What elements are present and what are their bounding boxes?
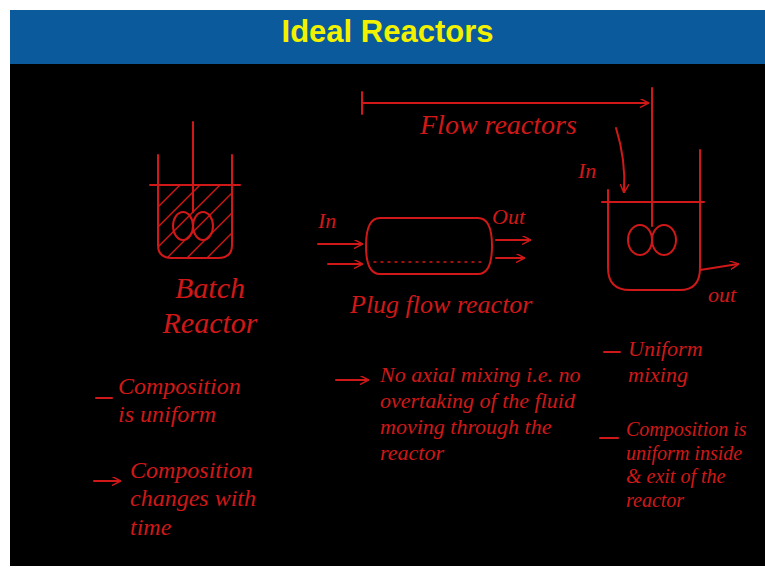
handwritten-label: Composition is uniform <box>118 372 258 429</box>
handwritten-label: In <box>578 158 604 184</box>
handwritten-label: Flow reactors <box>420 108 610 141</box>
bullet-dash <box>96 397 112 399</box>
bracket-line <box>362 102 648 104</box>
bullet-dash <box>604 351 620 353</box>
bullet-dash <box>600 437 618 439</box>
flow-line <box>374 261 486 263</box>
outlet-arrow <box>496 257 524 259</box>
stirrer-blade <box>193 212 213 240</box>
cstr-vessel <box>608 150 700 290</box>
slide-ground <box>10 64 765 566</box>
handwritten-label: Plug flow reactor <box>350 290 565 321</box>
handwritten-label: Out <box>492 204 542 230</box>
stirrer-blade <box>652 225 676 255</box>
stirrer-shaft <box>192 122 194 212</box>
inlet-arrow <box>328 263 362 265</box>
bullet-arrow <box>94 480 120 482</box>
handwritten-label: Composition is uniform inside & exit of … <box>626 418 758 512</box>
outlet-arrow <box>700 264 738 270</box>
pointer-arrow <box>616 128 624 192</box>
stirrer-blade <box>628 225 652 255</box>
slide-title: Ideal Reactors <box>10 14 765 50</box>
handwritten-label: out <box>708 282 756 308</box>
stirrer-shaft <box>651 88 653 226</box>
inlet-arrow <box>318 243 362 245</box>
handwritten-label: Composition changes with time <box>130 456 300 541</box>
handwritten-label: Uniform mixing <box>628 336 753 388</box>
handwritten-label: In <box>318 208 358 234</box>
pfr-tube <box>366 218 492 274</box>
handwritten-label: Batch Reactor <box>140 270 280 341</box>
handwritten-label: No axial mixing i.e. no overtaking of th… <box>380 362 605 466</box>
outlet-arrow <box>496 239 530 241</box>
bullet-arrow <box>336 379 368 381</box>
liquid-level <box>150 184 240 186</box>
title-band <box>10 10 765 64</box>
stirrer-blade <box>173 212 193 240</box>
batch-vessel <box>158 155 232 258</box>
